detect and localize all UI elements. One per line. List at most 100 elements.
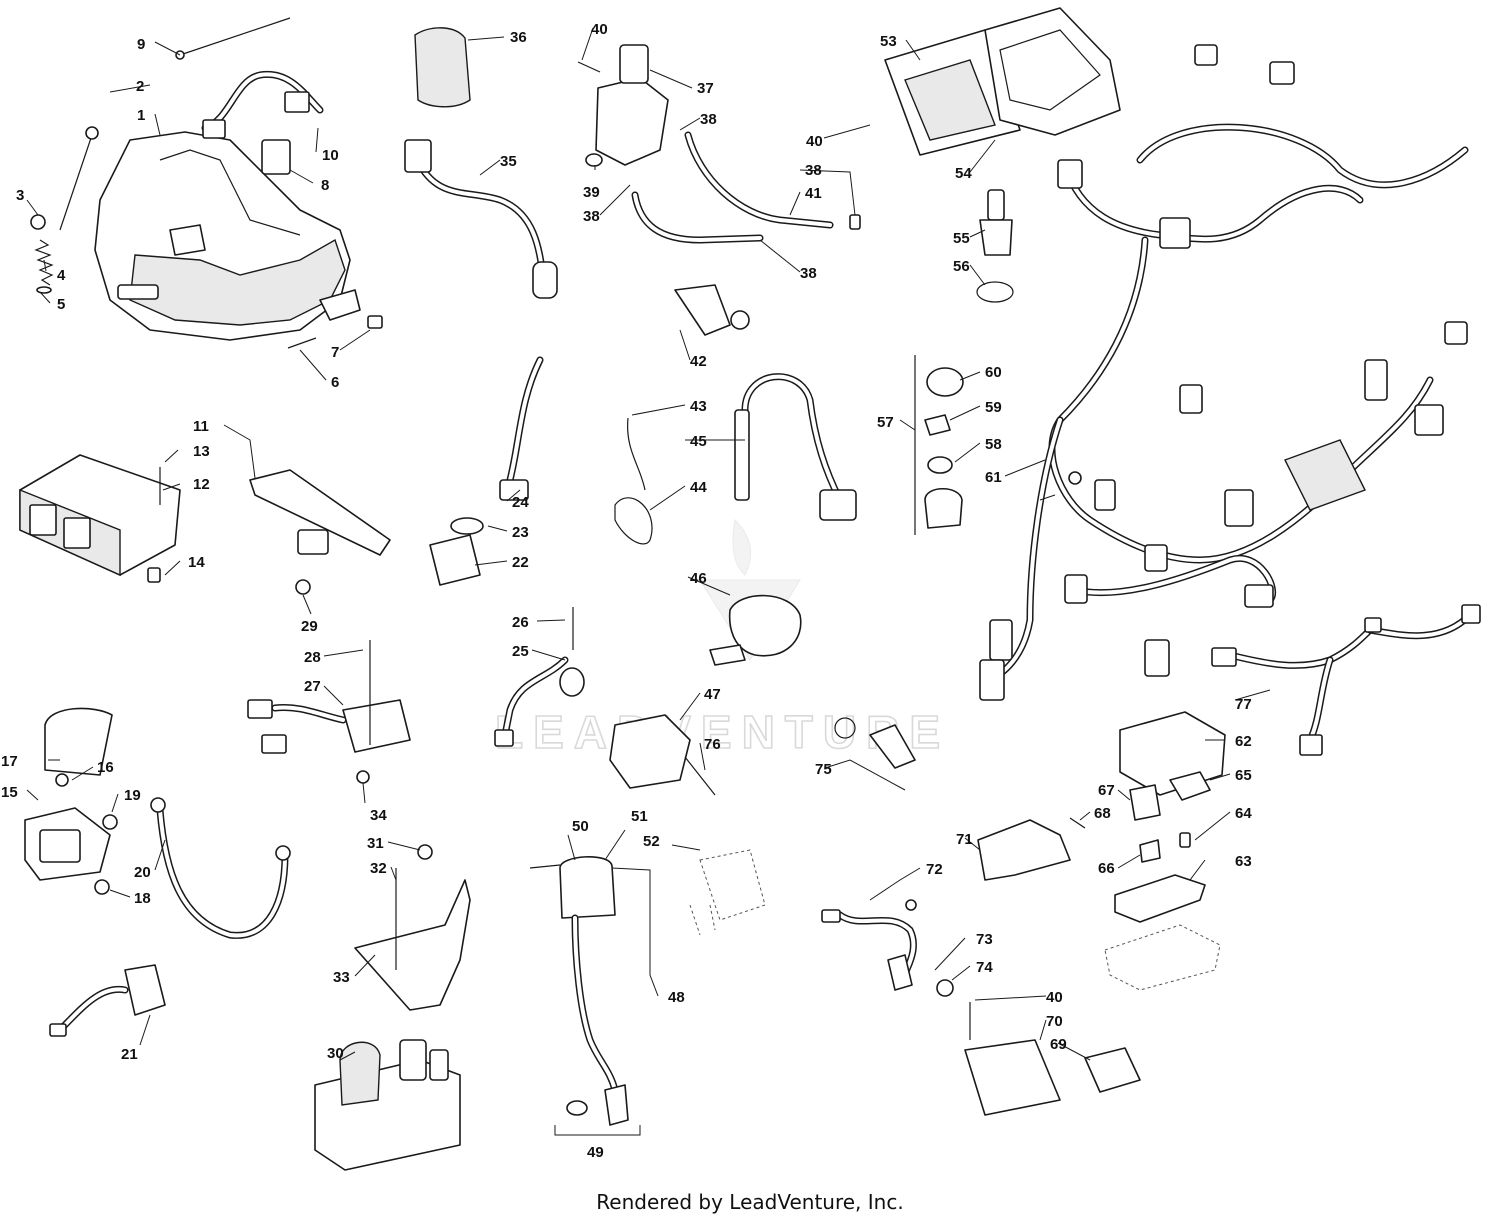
callout-76: 76 [704,736,721,753]
callout-39: 39 [583,184,600,201]
callout-7: 7 [331,344,339,361]
bracket-33 [354,844,471,1011]
callout-69: 69 [1050,1036,1067,1053]
bracket-71 [977,817,1086,881]
pressure-switch-55 [976,189,1014,303]
starter-solenoid [24,707,118,895]
callout-12: 12 [193,476,210,493]
battery-cable-20 [150,797,291,939]
callout-43: 43 [690,398,707,415]
callout-49: 49 [587,1144,604,1161]
relay-65 [1169,771,1211,801]
callout-6: 6 [331,374,339,391]
callout-65: 65 [1235,767,1252,784]
callout-45: 45 [690,433,707,450]
callout-24: 24 [512,494,529,511]
main-harness-61 [979,44,1469,701]
callout-38-a: 38 [700,111,717,128]
clip-43 [627,417,646,491]
callout-40-b: 40 [806,133,823,150]
callout-31: 31 [367,835,384,852]
gauge-bezel-54 [984,7,1121,136]
callout-75: 75 [815,761,832,778]
callout-29: 29 [301,618,318,635]
headlight-assembly [94,70,383,341]
cable-tie-9 [175,17,291,60]
switch-21 [49,964,166,1037]
callout-labels: 1 2 3 4 5 6 7 8 9 10 11 12 13 14 15 16 1… [1,21,1252,1161]
leader-lines [26,27,1271,1136]
callout-37-40: 40 [591,21,608,38]
spring-4 [30,214,54,294]
harness-35 [404,139,558,299]
ecu-module [19,454,181,583]
map-sensor-70 [964,1002,1061,1116]
callout-33: 33 [333,969,350,986]
callout-67: 67 [1098,782,1115,799]
callout-20: 20 [134,864,151,881]
pigtail-72 [821,899,917,991]
connector-69 [1084,1047,1141,1093]
callout-14: 14 [188,554,205,571]
sender-24 [499,356,544,501]
callout-42: 42 [690,353,707,370]
callout-16: 16 [97,759,114,776]
callout-41: 41 [805,185,822,202]
footer-credit: Rendered by LeadVenture, Inc. [596,1190,904,1214]
callout-62: 62 [1235,733,1252,750]
callout-18: 18 [134,890,151,907]
callout-46: 46 [690,570,707,587]
fuse-66 [1139,839,1161,863]
callout-56: 56 [953,258,970,275]
callout-4: 4 [57,267,66,284]
bracket-11 [249,469,391,595]
sleeve-36 [414,27,471,108]
callout-48: 48 [668,989,685,1006]
ring-44 [614,497,653,545]
knock-sensor-25 [494,607,585,747]
callout-28: 28 [304,649,321,666]
watermark-text: LEADVENTURE [495,706,950,758]
callout-34: 34 [370,807,387,824]
callout-5: 5 [57,296,65,313]
callout-13: 13 [193,443,210,460]
callout-38-d: 38 [805,162,822,179]
callout-58: 58 [985,436,1002,453]
callout-17: 17 [1,753,18,770]
callout-23: 23 [512,524,529,541]
callout-60: 60 [985,364,1002,381]
valve-37 [577,44,669,167]
callout-77: 77 [1235,696,1252,713]
callout-10: 10 [322,147,339,164]
callout-38-c: 38 [800,265,817,282]
callout-54: 54 [955,165,972,182]
callout-73: 73 [976,931,993,948]
ignition-coil-48 [529,855,629,1126]
callout-50: 50 [572,818,589,835]
fuse-block-ghost [1104,924,1221,991]
callout-37: 37 [697,80,714,97]
callout-64: 64 [1235,805,1252,822]
callout-63: 63 [1235,853,1252,870]
sensor-42 [674,284,750,336]
module-27 [247,640,411,784]
callout-68: 68 [1094,805,1111,822]
buzzer-46 [709,594,802,666]
cap-74 [936,979,954,997]
callout-51: 51 [631,808,648,825]
callout-32: 32 [370,860,387,877]
callout-25: 25 [512,643,529,660]
callout-38-b: 38 [583,208,600,225]
callout-57: 57 [877,414,894,431]
power-outlet-75 [834,717,916,769]
callout-9: 9 [137,36,145,53]
o2-sensor-45 [734,373,857,521]
hose-41 [631,131,861,244]
gauge-53 [884,29,1021,156]
callout-70: 70 [1046,1013,1063,1030]
callout-72: 72 [926,861,943,878]
actuator-30 [314,1039,461,1171]
callout-74: 74 [976,959,993,976]
